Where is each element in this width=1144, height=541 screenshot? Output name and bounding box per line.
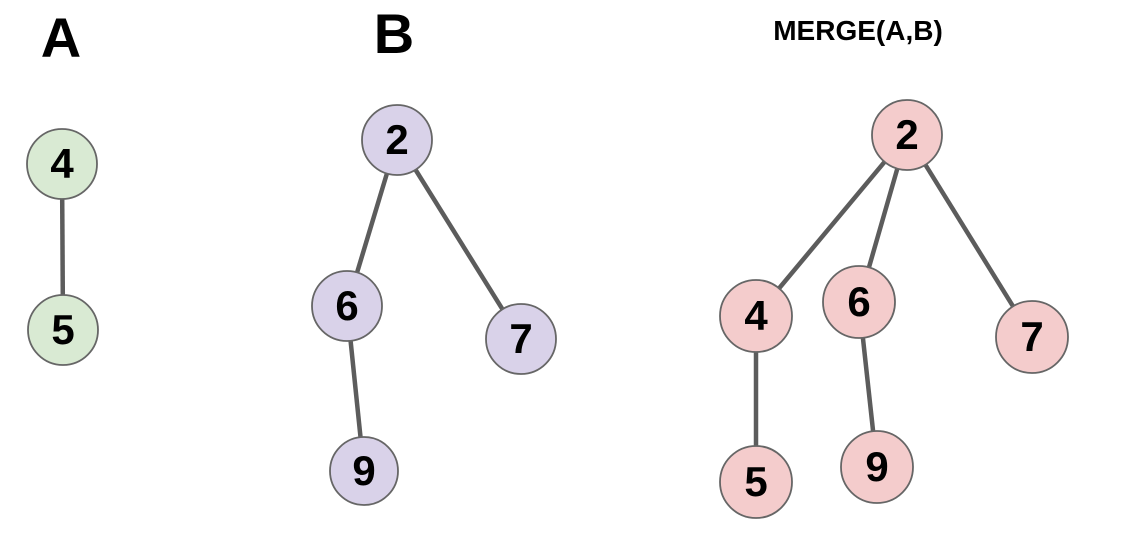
tree-A: 4 5 A — [26, 6, 99, 366]
tree-B: 2 6 7 9 B — [311, 2, 557, 506]
node-circle — [995, 300, 1069, 374]
node-label: 4 — [50, 140, 74, 187]
tree-title-B: B — [374, 2, 414, 65]
node-label: 7 — [1020, 313, 1043, 360]
node-B-9: 9 — [329, 436, 399, 506]
node-MERGE-6: 6 — [822, 265, 896, 339]
node-circle — [719, 279, 793, 353]
node-B-6: 6 — [311, 270, 383, 342]
node-B-2: 2 — [361, 104, 433, 176]
node-label: 9 — [865, 443, 888, 490]
node-label: 6 — [847, 278, 870, 325]
node-label: 4 — [744, 292, 768, 339]
edge-MERGE-2-4 — [754, 133, 909, 318]
tree-title-MERGE: MERGE(A,B) — [773, 15, 943, 46]
node-label: 5 — [744, 458, 767, 505]
tree-title-A: A — [41, 6, 81, 69]
node-circle — [719, 445, 793, 519]
node-MERGE-2: 2 — [871, 99, 943, 171]
edge-B-2-7 — [395, 138, 523, 341]
node-A-5: 5 — [27, 294, 99, 366]
node-A-4: 4 — [26, 128, 98, 200]
node-label: 5 — [51, 306, 74, 353]
node-label: 2 — [385, 116, 408, 163]
node-circle — [26, 128, 98, 200]
node-label: 7 — [509, 315, 532, 362]
node-circle — [329, 436, 399, 506]
edge-MERGE-2-7 — [905, 133, 1034, 339]
node-circle — [361, 104, 433, 176]
tree-MERGE: 2 4 6 7 5 9 MERGE(A,B) — [719, 15, 1069, 519]
node-circle — [27, 294, 99, 366]
node-MERGE-5: 5 — [719, 445, 793, 519]
node-circle — [840, 430, 914, 504]
node-circle — [871, 99, 943, 171]
node-MERGE-4: 4 — [719, 279, 793, 353]
node-label: 2 — [895, 111, 918, 158]
node-circle — [311, 270, 383, 342]
node-circle — [485, 303, 557, 375]
node-label: 6 — [335, 282, 358, 329]
node-label: 9 — [352, 447, 375, 494]
node-B-7: 7 — [485, 303, 557, 375]
node-MERGE-7: 7 — [995, 300, 1069, 374]
node-MERGE-9: 9 — [840, 430, 914, 504]
node-circle — [822, 265, 896, 339]
